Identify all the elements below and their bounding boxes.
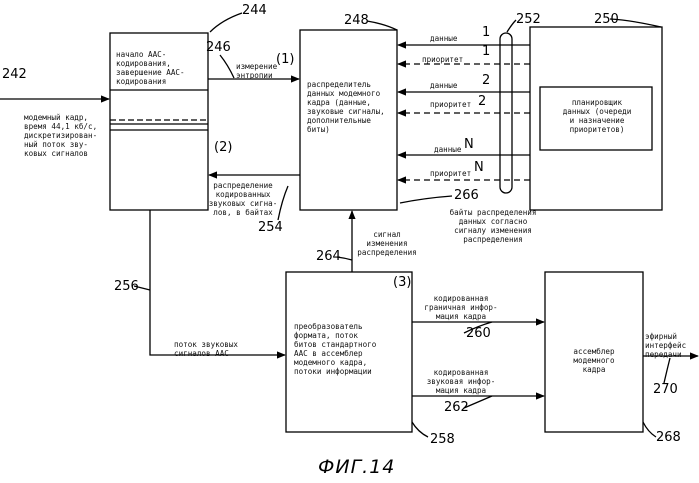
converter-label: преобразователь формата, поток битов ста… xyxy=(294,322,376,376)
priority-N-label: приоритет xyxy=(430,169,471,178)
priority-2-index: 2 xyxy=(478,94,486,109)
scheduler-label: планировщик данных (очереди и назначение… xyxy=(545,98,649,134)
ref-258: 258 xyxy=(430,432,455,447)
ref-244-leader xyxy=(210,13,242,32)
input-frame-label: модемный кадр, время 44,1 кб/с, дискрети… xyxy=(24,113,97,158)
ref-248: 248 xyxy=(344,13,369,28)
ref-246-leader xyxy=(220,55,234,78)
ref-244: 244 xyxy=(242,3,267,18)
distributor-label: распределитель данных модемного кадра (д… xyxy=(307,80,385,134)
assembler-label: ассемблер модемного кадра xyxy=(552,347,636,374)
ref-246: 246 xyxy=(206,40,231,55)
audio-info-label: кодированная звуковая инфор- мация кадра xyxy=(416,368,506,395)
ref-262: 262 xyxy=(444,400,469,415)
ref-260: 260 xyxy=(466,326,491,341)
entropy-label: измерение энтропии xyxy=(236,62,277,80)
ref-266-leader xyxy=(400,196,452,203)
boundary-info-label: кодированная граничная инфор- мация кадр… xyxy=(416,294,506,321)
aac-codec-label: начало ААС- кодирования, завершение ААС-… xyxy=(116,50,185,86)
data-2-label: данные xyxy=(430,81,457,90)
aac-stream-label: поток звуковых сигналов ААС xyxy=(174,340,238,358)
priority-N-index: N xyxy=(474,160,484,175)
data-N-label: данные xyxy=(434,145,461,154)
priority-1-label: приоритет xyxy=(422,55,463,64)
ref-248-leader xyxy=(367,21,397,30)
label-3: (3) xyxy=(393,275,411,290)
data-N-index: N xyxy=(464,137,474,152)
ref-268-leader xyxy=(643,422,656,437)
coded-audio-dist-label: распределение кодированных звуковых сигн… xyxy=(197,181,289,217)
data-1-label: данные xyxy=(430,34,457,43)
ref-256: 256 xyxy=(114,279,139,294)
ref-250: 250 xyxy=(594,12,619,27)
ref-252-leader xyxy=(507,20,516,32)
ref-270-leader xyxy=(664,358,670,383)
ref-268: 268 xyxy=(656,430,681,445)
label-1: (1) xyxy=(276,52,294,67)
priority-2-label: приоритет xyxy=(430,100,471,109)
dist-bytes-label: байты распределения данных согласно сигн… xyxy=(428,208,558,244)
data-2-index: 2 xyxy=(482,73,490,88)
ref-266: 266 xyxy=(454,188,479,203)
dist-change-label: сигнал изменения распределения xyxy=(352,230,422,257)
priority-1-index: 1 xyxy=(482,44,490,59)
ref-242: 242 xyxy=(2,67,27,82)
figure-caption: ФИГ.14 xyxy=(318,456,395,478)
ref-252: 252 xyxy=(516,12,541,27)
ref-258-leader xyxy=(412,422,428,437)
label-2: (2) xyxy=(214,140,232,155)
ref-254: 254 xyxy=(258,220,283,235)
data-1-index: 1 xyxy=(482,25,490,40)
ref-264: 264 xyxy=(316,249,341,264)
air-interface-label: эфирный интерфейс передачи xyxy=(645,332,686,359)
ref-270: 270 xyxy=(653,382,678,397)
